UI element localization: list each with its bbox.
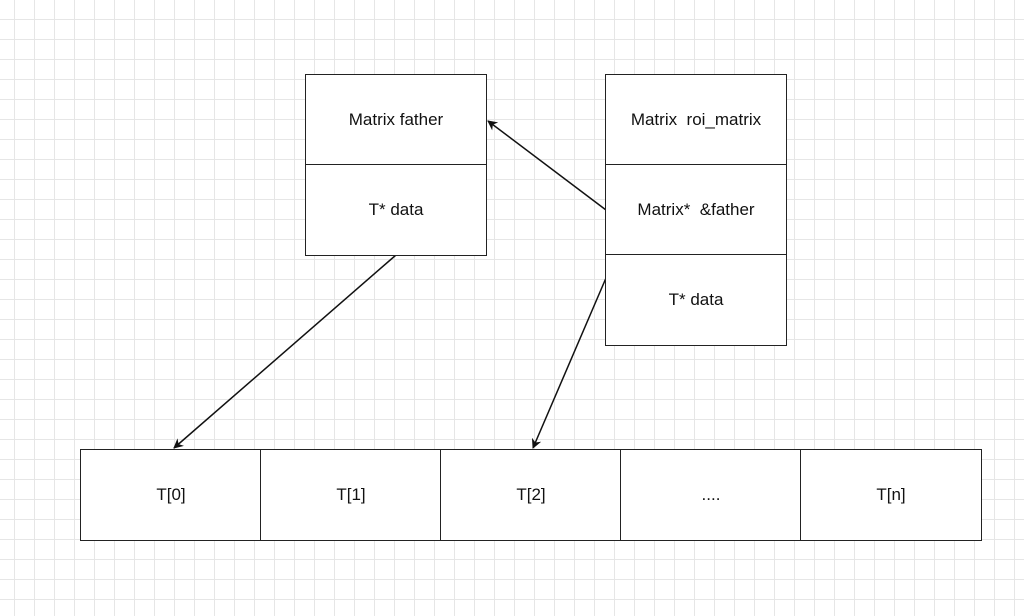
father-data-cell: T* data bbox=[305, 164, 487, 256]
array-cell-ellipsis-label: .... bbox=[701, 485, 721, 504]
array-cell-2-label: T[2] bbox=[516, 485, 546, 504]
array-cell-n-label: T[n] bbox=[876, 485, 906, 504]
array-cell-1-label: T[1] bbox=[336, 485, 366, 504]
roi-header-label: Matrix roi_matrix bbox=[630, 110, 762, 129]
roi-father-pointer-cell: Matrix* &father bbox=[605, 164, 787, 256]
array-cell-1: T[1] bbox=[260, 449, 442, 541]
roi-father-pointer-label: Matrix* &father bbox=[637, 200, 755, 219]
array-cell-2: T[2] bbox=[440, 449, 622, 541]
father-header-label: Matrix father bbox=[348, 110, 444, 129]
father-header-cell: Matrix father bbox=[305, 74, 487, 166]
array-cell-ellipsis: .... bbox=[620, 449, 802, 541]
roi-header-cell: Matrix roi_matrix bbox=[605, 74, 787, 166]
roi-data-cell: T* data bbox=[605, 254, 787, 346]
arrow-roi-father-pointer-to-father bbox=[487, 120, 607, 211]
father-data-label: T* data bbox=[368, 200, 424, 219]
arrow-father-data-to-t0 bbox=[173, 254, 397, 449]
array-cell-n: T[n] bbox=[800, 449, 982, 541]
arrow-roi-data-to-t2 bbox=[531, 277, 607, 449]
array-cell-0: T[0] bbox=[80, 449, 262, 541]
roi-data-label: T* data bbox=[668, 290, 724, 309]
array-cell-0-label: T[0] bbox=[156, 485, 186, 504]
